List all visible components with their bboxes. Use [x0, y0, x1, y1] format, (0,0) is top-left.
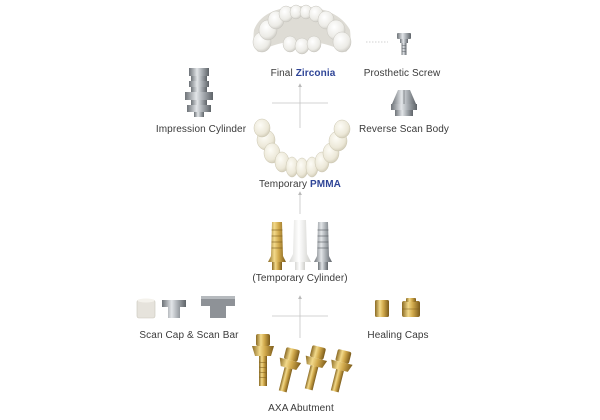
scan-cap-bar-label: Scan Cap & Scan Bar: [139, 330, 239, 341]
white-cylinder-icon: [289, 220, 311, 270]
connector-arrows: [272, 41, 388, 338]
temporary-pmma-label: Temporary PMMA: [259, 179, 341, 190]
scan-cap-icon: [136, 298, 156, 319]
impression-cylinder-label: Impression Cylinder: [155, 124, 247, 135]
temporary-cylinder-label: (Temporary Cylinder): [252, 273, 348, 284]
zirconia-arch-icon: [252, 4, 352, 55]
final-zirconia-label: Final Zirconia: [270, 68, 336, 79]
impression-cylinder-icon: [185, 68, 213, 117]
scan-bar-icon: [162, 296, 235, 318]
axa-abutment-label: AXA Abutment: [268, 403, 334, 414]
healing-caps-label: Healing Caps: [367, 330, 429, 341]
prosthetic-screw-label: Prosthetic Screw: [363, 68, 441, 79]
reverse-scan-body-icon: [391, 90, 417, 116]
pmma-arch-icon: [253, 118, 351, 179]
steel-cylinder-icon: [314, 222, 332, 270]
reverse-scan-body-label: Reverse Scan Body: [358, 124, 450, 135]
axa-abutment-icon: [252, 334, 353, 393]
prosthetic-screw-icon: [397, 33, 411, 55]
healing-cap-icon: [375, 298, 420, 317]
gold-cylinder-icon: [268, 222, 286, 270]
